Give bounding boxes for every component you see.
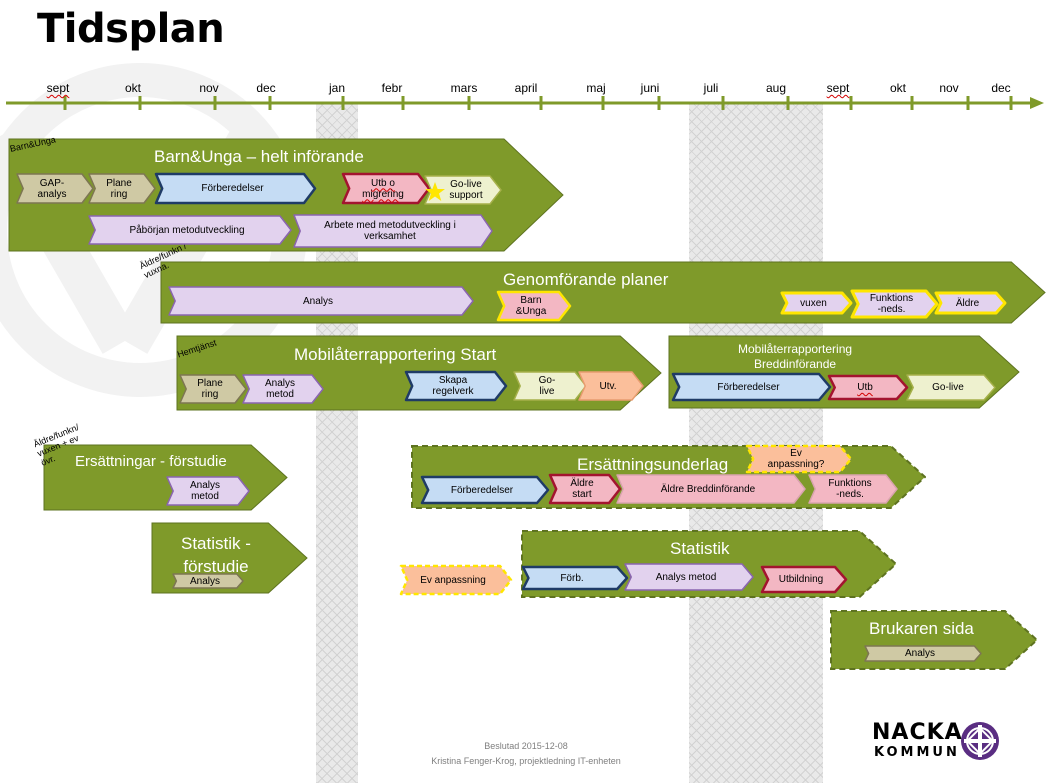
month-label: sept bbox=[46, 81, 70, 95]
task-utb-migrering: Utb o migrering bbox=[341, 172, 431, 205]
chevron-shape bbox=[616, 474, 806, 504]
band-title-genomforande: Genomförande planer bbox=[503, 270, 669, 289]
page-title: Tidsplan bbox=[37, 6, 225, 52]
chevron-shape bbox=[420, 475, 550, 505]
chevron-shape bbox=[513, 371, 587, 401]
timeline-axis bbox=[6, 96, 1044, 110]
chevron-shape bbox=[166, 476, 250, 506]
chevron-shape bbox=[404, 370, 508, 402]
chevron-shape bbox=[172, 573, 244, 589]
month-label: juli bbox=[703, 81, 719, 95]
task-aldre-breddinforande: Äldre Breddinförande bbox=[616, 474, 806, 504]
chevron-shape bbox=[496, 290, 572, 322]
band-title-statistik: Statistik bbox=[670, 539, 730, 558]
band-title-ersattningsunderlag: Ersättningsunderlag bbox=[577, 455, 729, 474]
chevron-shape bbox=[179, 374, 247, 404]
logo-text-nacka: NACKA bbox=[872, 720, 963, 745]
chevron-shape bbox=[154, 172, 317, 205]
band-title-barn-unga: Barn&Unga – helt införande bbox=[154, 147, 364, 166]
chevron-shape bbox=[578, 371, 644, 401]
task-vuxen: vuxen bbox=[780, 291, 853, 315]
chevron-shape bbox=[399, 564, 513, 596]
task-golive-2: Go-live bbox=[906, 374, 996, 401]
task-analys-genomforande: Analys bbox=[168, 286, 474, 316]
chevron-shape bbox=[88, 215, 292, 245]
month-label: jan bbox=[328, 81, 346, 95]
chevron-shape bbox=[934, 291, 1007, 315]
chevron-shape bbox=[745, 444, 853, 474]
chevron-shape bbox=[760, 565, 848, 594]
month-label: nov bbox=[199, 81, 219, 95]
footer-author: Kristina Fenger-Krog, projektledning IT-… bbox=[431, 756, 621, 766]
chevron-shape bbox=[808, 474, 898, 504]
task-forberedelser-1: Förberedelser bbox=[154, 172, 317, 205]
chevron-shape bbox=[548, 473, 622, 505]
chevron-shape bbox=[88, 173, 156, 204]
band-title-ersattningar-forstudie: Ersättningar - förstudie bbox=[75, 453, 227, 470]
month-label: sept bbox=[826, 81, 850, 95]
task-skapa-regelverk: Skapa regelverk bbox=[404, 370, 508, 402]
month-label: dec bbox=[991, 81, 1011, 95]
task-golive-1: Go- live bbox=[513, 371, 587, 401]
chevron-shape bbox=[341, 172, 431, 205]
task-arbete-metod: Arbete med metodutveckling i verksamhet bbox=[293, 214, 493, 248]
month-label: april bbox=[514, 81, 538, 95]
task-forberedelser-2: Förberedelser bbox=[671, 372, 832, 402]
band-title-brukaren-sida: Brukaren sida bbox=[869, 619, 974, 638]
footer-decision-date: Beslutad 2015-12-08 bbox=[484, 741, 568, 751]
month-label: okt bbox=[889, 81, 907, 95]
chevron-shape bbox=[624, 563, 754, 591]
month-label: nov bbox=[939, 81, 959, 95]
nacka-seal-icon bbox=[961, 722, 999, 760]
task-barn-unga: Barn &Unga bbox=[496, 290, 572, 322]
task-analys-brukaren: Analys bbox=[864, 645, 982, 662]
month-label: maj bbox=[586, 81, 606, 95]
task-analys-metod-2: Analys metod bbox=[166, 476, 250, 506]
month-label: aug bbox=[765, 81, 787, 95]
month-label: okt bbox=[124, 81, 142, 95]
task-utb: Utb bbox=[827, 374, 909, 401]
chevron-shape bbox=[293, 214, 493, 248]
task-analys-statistik-forstudie: Analys bbox=[172, 573, 244, 589]
chevron-shape bbox=[780, 291, 853, 315]
chevron-shape bbox=[168, 286, 474, 316]
logo-text-kommun: KOMMUN bbox=[874, 745, 960, 760]
nacka-logo: NACKA KOMMUN bbox=[872, 718, 1006, 764]
month-label: juni bbox=[640, 81, 660, 95]
chevron-shape bbox=[16, 173, 94, 204]
month-label: dec bbox=[256, 81, 276, 95]
star-icon bbox=[425, 182, 445, 201]
task-forb: Förb. bbox=[521, 565, 629, 591]
month-label: febr bbox=[381, 81, 403, 95]
chevron-shape bbox=[906, 374, 996, 401]
band-title-statistik-forstudie: Statistik - förstudie bbox=[181, 534, 251, 576]
task-aldre-start: Äldre start bbox=[548, 473, 622, 505]
task-funktionsneds-2: Funktions -neds. bbox=[808, 474, 898, 504]
task-forberedelser-3: Förberedelser bbox=[420, 475, 550, 505]
chevron-shape bbox=[850, 289, 939, 319]
task-utbildning: Utbildning bbox=[760, 565, 848, 594]
task-gap-analys: GAP- analys bbox=[16, 173, 94, 204]
task-planering-1: Plane ring bbox=[88, 173, 156, 204]
task-ev-anpassning: Ev anpassning bbox=[399, 564, 513, 596]
task-analys-metod-1: Analys metod bbox=[242, 374, 324, 404]
band-title-mobil-start: Mobilåterrapportering Start bbox=[294, 345, 497, 364]
chevron-shape bbox=[242, 374, 324, 404]
task-analys-metod-3: Analys metod bbox=[624, 563, 754, 591]
task-funktionsneds-1: Funktions -neds. bbox=[850, 289, 939, 319]
chevron-shape bbox=[864, 645, 982, 662]
task-planering-2: Plane ring bbox=[179, 374, 247, 404]
task-ev-anpassning-q: Ev anpassning? bbox=[745, 444, 853, 474]
chevron-shape bbox=[521, 565, 629, 591]
holiday-period-summer bbox=[689, 102, 823, 783]
chevron-shape bbox=[827, 374, 909, 401]
task-utv: Utv. bbox=[578, 371, 644, 401]
task-metodutveckling: Påbörjan metodutveckling bbox=[88, 215, 292, 245]
band-title-mobil-bredd: Mobilåterrapportering Breddinförande bbox=[738, 342, 853, 371]
month-label: mars bbox=[450, 81, 478, 95]
task-aldre-1: Äldre bbox=[934, 291, 1007, 315]
chevron-shape bbox=[671, 372, 832, 402]
